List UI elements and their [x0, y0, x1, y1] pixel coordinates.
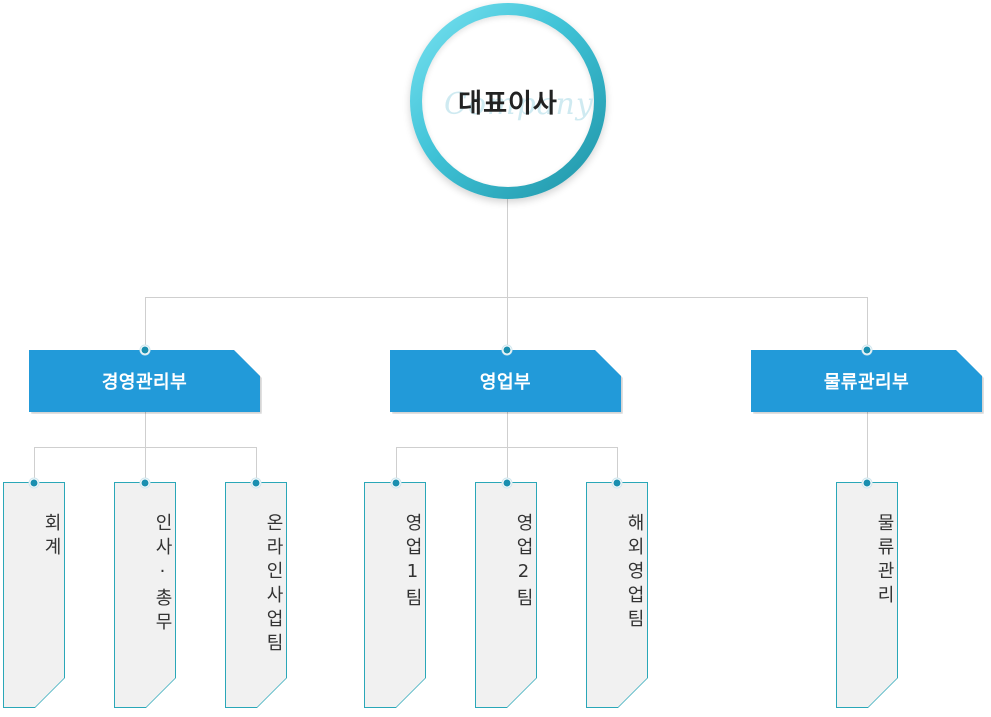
team-body: 회계 [4, 483, 64, 707]
connector-dept-horizontal [145, 297, 868, 298]
team-label: 물류관리 [874, 513, 895, 609]
connector-team-1-2 [145, 447, 146, 483]
team-label: 해외영업팀 [624, 513, 645, 633]
team-label: 온라인사업팀 [263, 513, 284, 657]
team-body: 인사·총무 [115, 483, 175, 707]
node-dot [29, 478, 39, 488]
ceo-node: Company 대표이사 [410, 3, 606, 199]
team-label: 영업2팀 [513, 513, 534, 612]
team-body: 해외영업팀 [587, 483, 647, 707]
node-dot [140, 345, 150, 355]
dept-logistics: 물류관리부 [751, 350, 982, 412]
team-online-business: 온라인사업팀 [225, 482, 287, 708]
connector-dept-3 [867, 297, 868, 350]
dept-sales: 영업부 [390, 350, 621, 412]
team-body: 온라인사업팀 [226, 483, 286, 707]
team-overseas-sales: 해외영업팀 [586, 482, 648, 708]
connector-dept3-down [867, 412, 868, 483]
connector-dept1-down [145, 412, 146, 448]
connector-team-2-2 [507, 447, 508, 483]
node-dot [502, 345, 512, 355]
connector-team-2-3 [617, 447, 618, 483]
team-label: 영업1팀 [402, 513, 423, 612]
team-accounting: 회계 [3, 482, 65, 708]
team-body: 영업2팀 [476, 483, 536, 707]
watermark-logo: Company [444, 87, 594, 122]
ceo-title: 대표이사 [458, 88, 558, 119]
team-label: 인사·총무 [152, 513, 173, 636]
connector-team-1-3 [256, 447, 257, 483]
team-sales-2: 영업2팀 [475, 482, 537, 708]
connector-dept-2 [507, 297, 508, 350]
team-logistics-management: 물류관리 [836, 482, 898, 708]
team-body: 영업1팀 [365, 483, 425, 707]
node-dot [251, 478, 261, 488]
team-label: 회계 [41, 513, 62, 561]
node-dot [502, 478, 512, 488]
team-body: 물류관리 [837, 483, 897, 707]
node-dot [612, 478, 622, 488]
connector-team-1-1 [34, 447, 35, 483]
connector-team-2-1 [396, 447, 397, 483]
team-sales-1: 영업1팀 [364, 482, 426, 708]
connector-ceo-down [507, 198, 508, 298]
dept-management: 경영관리부 [29, 350, 260, 412]
node-dot [391, 478, 401, 488]
connector-dept2-down [507, 412, 508, 448]
node-dot [862, 345, 872, 355]
ceo-node-inner: Company 대표이사 [422, 15, 594, 187]
team-hr-general: 인사·총무 [114, 482, 176, 708]
connector-dept-1 [145, 297, 146, 350]
node-dot [140, 478, 150, 488]
node-dot [862, 478, 872, 488]
